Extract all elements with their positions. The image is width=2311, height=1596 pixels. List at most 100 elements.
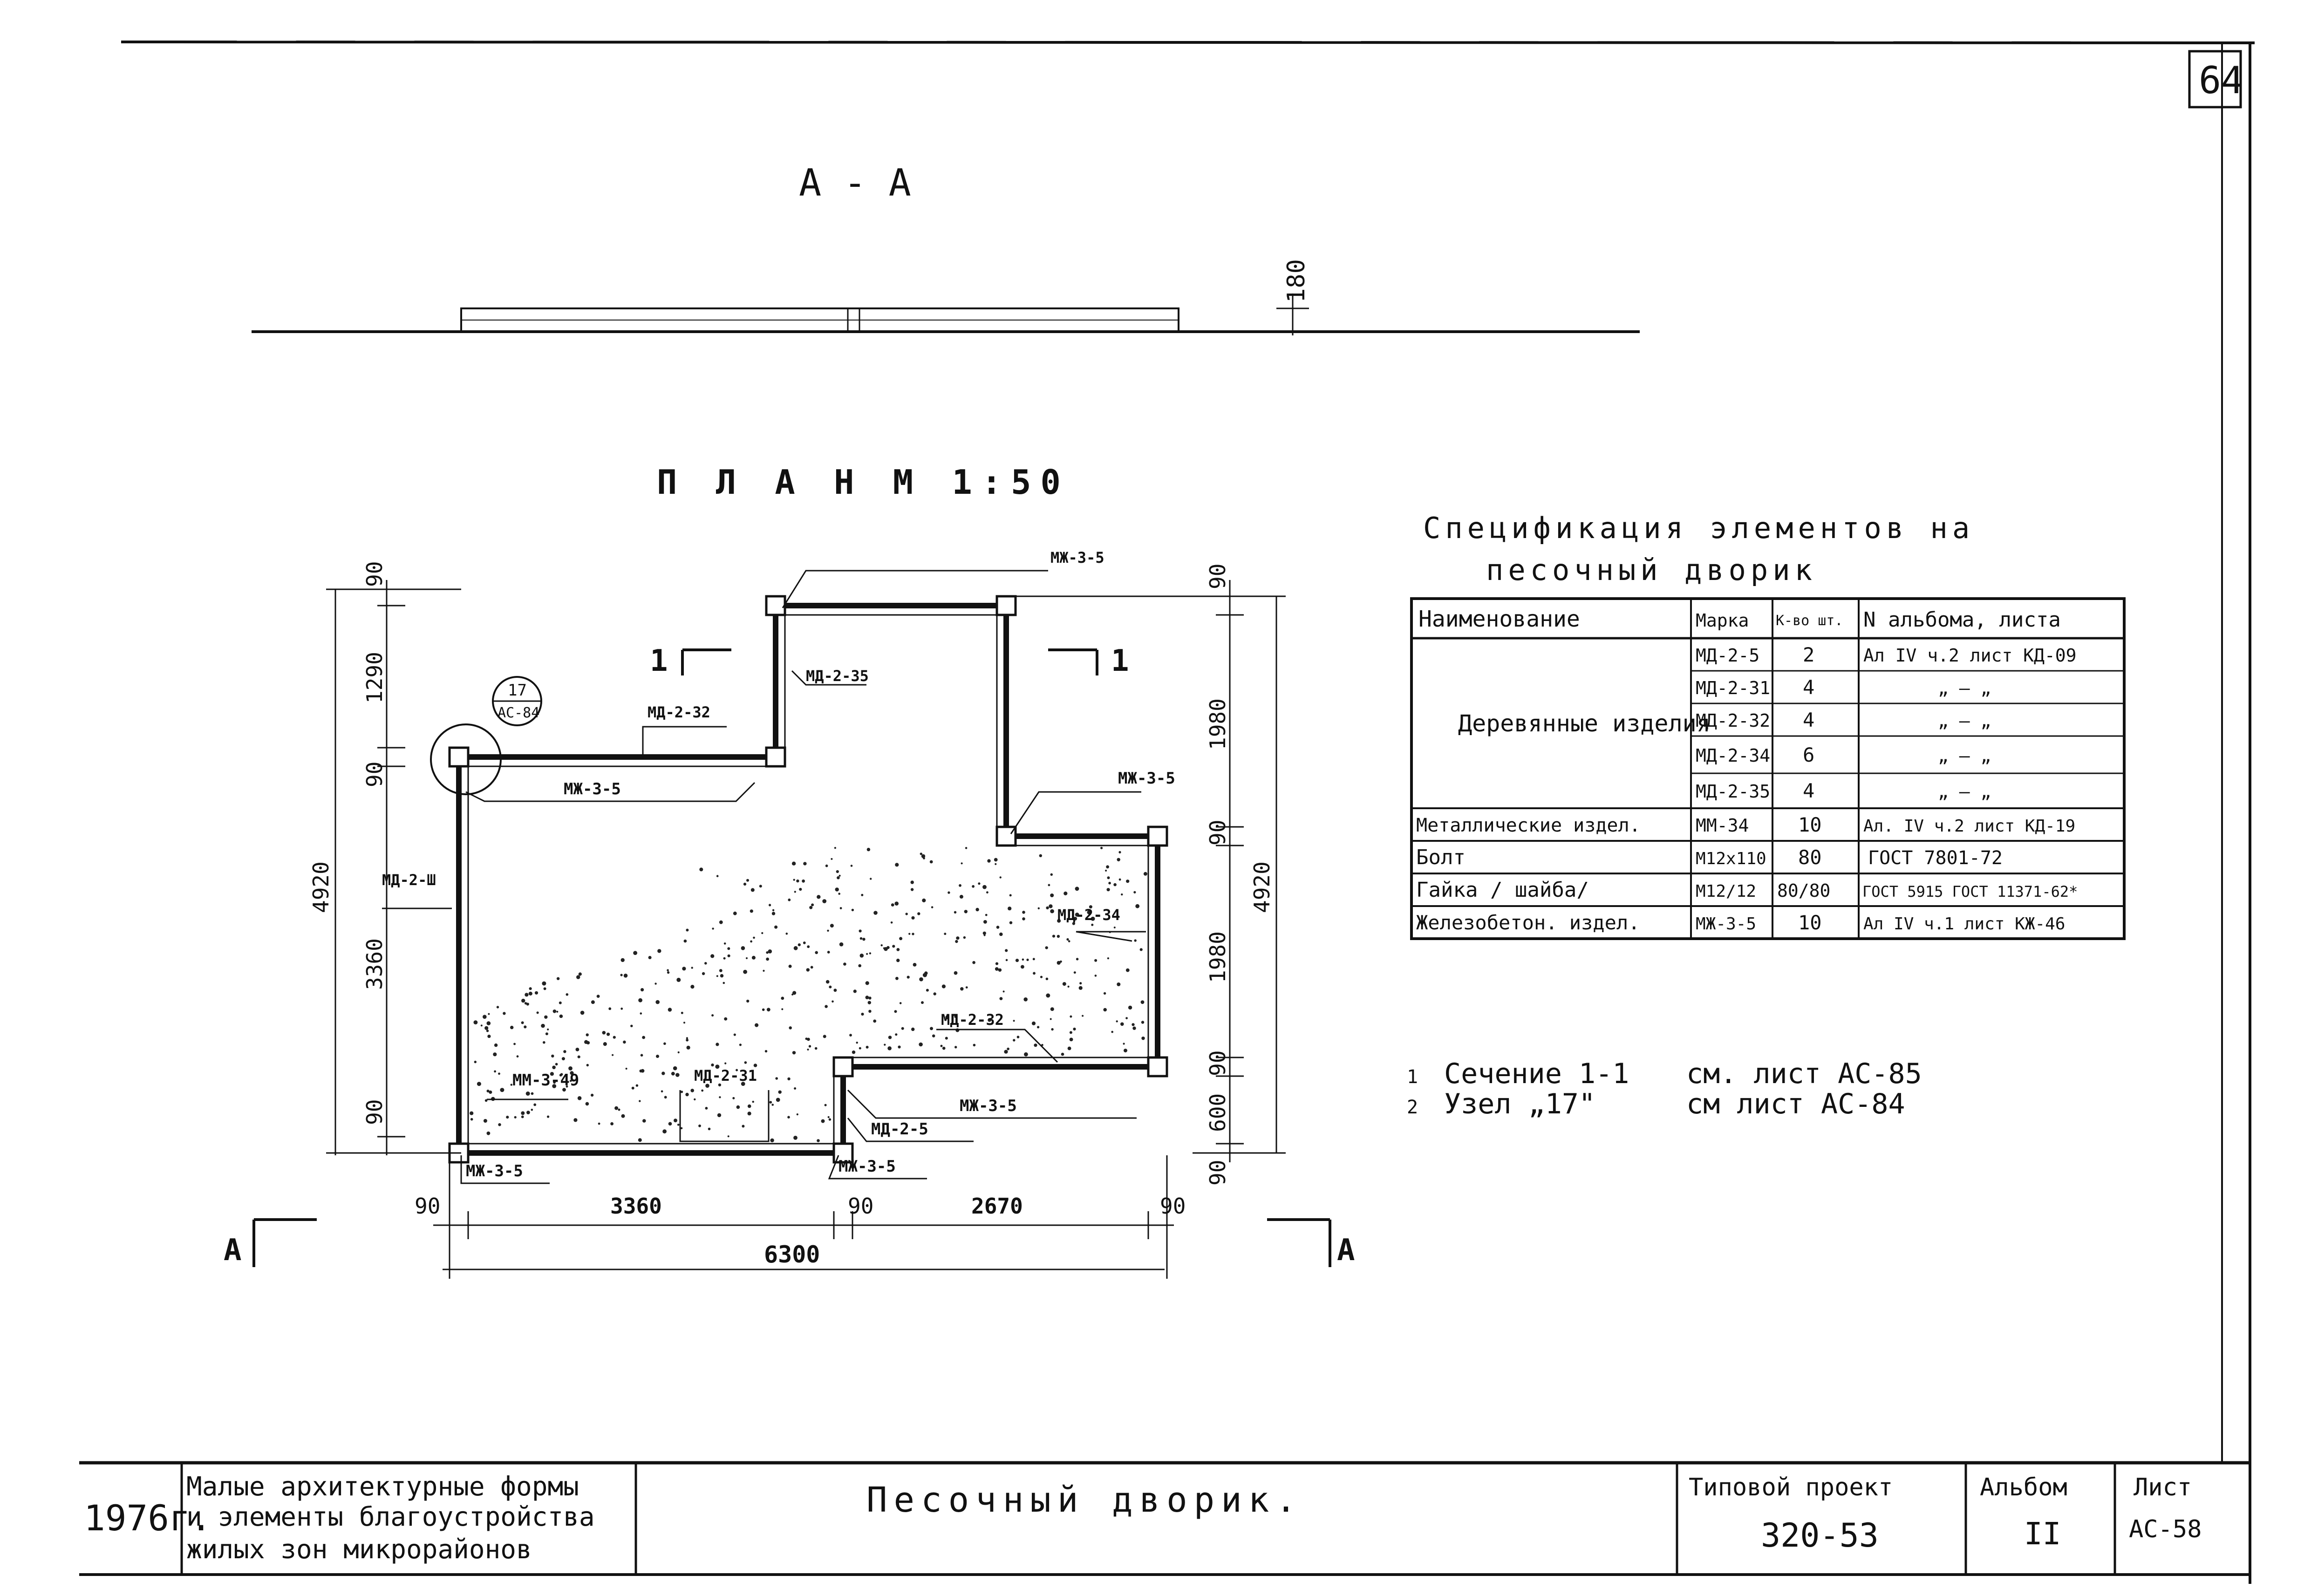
- left-dim-90b: 90: [362, 762, 387, 787]
- spec-row-1-qty: 4: [1803, 676, 1814, 699]
- spec-row-8-qty: 10: [1798, 911, 1822, 934]
- spec-row-6-mark: М12х110: [1696, 849, 1766, 868]
- spec-row-7: Гайка / шайба/ М12/12 80/80 ГОСТ 5915 ГО…: [1416, 878, 2078, 902]
- spec-row-1: МД-2-31 4 „ — „: [1696, 676, 1991, 699]
- spec-row-1-mark: МД-2-31: [1696, 678, 1770, 698]
- right-dim-600: 600: [1205, 1093, 1230, 1132]
- spec-row-5-mark: ММ-34: [1696, 815, 1749, 836]
- right-dim-90a: 90: [1205, 564, 1230, 589]
- bottom-dim-90b: 90: [848, 1194, 873, 1219]
- spec-row-4-mark: МД-2-35: [1696, 781, 1770, 802]
- subject-line3: жилых зон микрорайонов: [186, 1535, 532, 1565]
- spec-row-2-mark: МД-2-32: [1696, 710, 1770, 731]
- spec-row-3: МД-2-34 6 „ — „: [1696, 743, 1991, 766]
- spec-row-4: МД-2-35 4 „ — „: [1696, 779, 1991, 802]
- right-dimensions: [1016, 580, 1286, 1162]
- element-labels: МЖ-3-5 МД-2-32 МД-2-35 МЖ-3-5 МЖ-3-5 МД-…: [382, 549, 1175, 1184]
- spec-row-8-mark: МЖ-3-5: [1696, 914, 1756, 934]
- bottom-dim-90a: 90: [415, 1194, 440, 1219]
- label-mx35-bottom-left: МЖ-3-5: [466, 1162, 523, 1180]
- spec-row-7-qty: 80/80: [1777, 880, 1830, 901]
- notes: 1 Сечение 1-1 см. лист АС-85 2 Узел „17"…: [1407, 1057, 1922, 1120]
- spec-row-8-album: Ал IV ч.1 лист КЖ-46: [1863, 914, 2065, 934]
- spec-row-1-album: „ — „: [1938, 678, 1991, 698]
- label-mx35-bottom-mid: МЖ-3-5: [839, 1157, 896, 1176]
- spec-row-5: Металлические издел. ММ-34 10 Ал. IV ч.2…: [1416, 813, 2075, 836]
- bottom-dim-2670: 2670: [971, 1194, 1023, 1219]
- right-dim-90b: 90: [1205, 820, 1230, 846]
- spec-header-qty: К-во шт.: [1776, 613, 1843, 629]
- label-md232b: МД-2-32: [941, 1011, 1004, 1029]
- spec-row-0-qty: 2: [1803, 643, 1814, 666]
- cut-a-right: А: [1337, 1233, 1355, 1268]
- album-label: Альбом: [1980, 1473, 2067, 1501]
- spec-row-8-name: Железобетон. издел.: [1416, 911, 1640, 934]
- spec-title-line2: песочный дворик: [1486, 553, 1817, 587]
- spec-header-album: N альбома, листа: [1863, 608, 2061, 632]
- spec-row-5-name: Металлические издел.: [1416, 815, 1641, 836]
- plan-title: П Л А Н М 1:50: [657, 463, 1070, 502]
- spec-row-7-album: ГОСТ 5915 ГОСТ 11371-62*: [1862, 883, 2078, 900]
- spec-table: Наименование Марка К-во шт. N альбома, л…: [1410, 597, 2126, 940]
- left-dim-90a: 90: [362, 561, 387, 587]
- note-1-text: Сечение 1-1: [1444, 1057, 1629, 1090]
- label-md25: МД-2-5: [871, 1120, 928, 1139]
- label-mx35-right: МЖ-3-5: [1118, 769, 1175, 788]
- left-dimensions: [326, 580, 461, 1155]
- right-dim-1980a: 1980: [1205, 698, 1230, 750]
- note-2-ref: см лист АС-84: [1686, 1088, 1905, 1120]
- section-a-a: А - А 180: [252, 161, 1640, 335]
- spec-row-3-album: „ — „: [1938, 745, 1991, 766]
- label-md232: МД-2-32: [648, 703, 710, 721]
- bottom-dimensions: [433, 1155, 1174, 1279]
- spec-row-3-qty: 6: [1803, 743, 1814, 766]
- cut-1-right: 1: [1111, 644, 1129, 678]
- label-mx35-top: МЖ-3-5: [1050, 549, 1104, 566]
- spec-row-0-name: Деревянные изделия: [1458, 710, 1711, 737]
- subject-line1: Малые архитектурные формы: [186, 1472, 579, 1502]
- section-height-dim: 180: [1282, 259, 1310, 303]
- album-number: II: [2024, 1516, 2061, 1552]
- spec-row-5-album: Ал. IV ч.2 лист КД-19: [1863, 817, 2075, 836]
- spec-row-0-album: Ал IV ч.2 лист КД-09: [1863, 645, 2077, 666]
- label-mm349: ММ-3-49: [512, 1071, 579, 1090]
- cut-markers: [252, 648, 1331, 1267]
- node-ref-17: 17 АС-84: [430, 676, 542, 795]
- spec-row-7-name: Гайка / шайба/: [1416, 878, 1589, 902]
- label-mx35-upper-left: МЖ-3-5: [564, 780, 621, 798]
- note-2-text: Узел „17": [1444, 1088, 1595, 1120]
- spec-row-8: Железобетон. издел. МЖ-3-5 10 Ал IV ч.1 …: [1416, 911, 2065, 934]
- left-dim-total: 4920: [308, 861, 334, 913]
- year: 1976г.: [84, 1497, 212, 1539]
- spec-row-6-album: ГОСТ 7801-72: [1868, 847, 2003, 869]
- sheet-code: АС-58: [2129, 1515, 2202, 1543]
- bottom-dim-90c: 90: [1160, 1194, 1186, 1219]
- spec-row-2-album: „ — „: [1938, 710, 1991, 731]
- label-md231: МД-2-31: [694, 1067, 757, 1084]
- spec-row-0: МД-2-5 2 Ал IV ч.2 лист КД-09: [1696, 643, 2077, 666]
- sandbox-plan: [448, 595, 1168, 1164]
- note-1-num: 1: [1407, 1066, 1418, 1088]
- project-label: Типовой проект: [1689, 1473, 1893, 1501]
- left-dim-1290: 1290: [362, 652, 387, 703]
- spec-row-6-qty: 80: [1798, 846, 1822, 869]
- label-md2ll: МД-2-Ш: [382, 871, 436, 889]
- cut-a-left: А: [224, 1233, 242, 1268]
- label-md234: МД-2-34: [1057, 906, 1120, 924]
- spec-header-name: Наименование: [1418, 606, 1580, 632]
- title-block: 1976г. Малые архитектурные формы и элеме…: [79, 1461, 2250, 1576]
- bottom-dim-3360: 3360: [610, 1194, 662, 1219]
- note-2-num: 2: [1407, 1097, 1418, 1118]
- note-1-ref: см. лист АС-85: [1686, 1057, 1922, 1090]
- label-mx35-mid: МЖ-3-5: [960, 1097, 1017, 1115]
- spec-row-2-qty: 4: [1803, 709, 1814, 731]
- right-dim-90c: 90: [1205, 1050, 1230, 1076]
- subject-line2: и элементы благоустройства: [186, 1502, 595, 1532]
- spec-header-mark: Марка: [1696, 610, 1749, 631]
- right-dim-1980b: 1980: [1205, 931, 1230, 983]
- spec-row-6: Болт М12х110 80 ГОСТ 7801-72: [1416, 846, 2003, 869]
- node-ref-sheet: АС-84: [498, 705, 539, 721]
- sand-fill: [470, 846, 1147, 1143]
- spec-title-line1: Спецификация элементов на: [1423, 511, 1974, 545]
